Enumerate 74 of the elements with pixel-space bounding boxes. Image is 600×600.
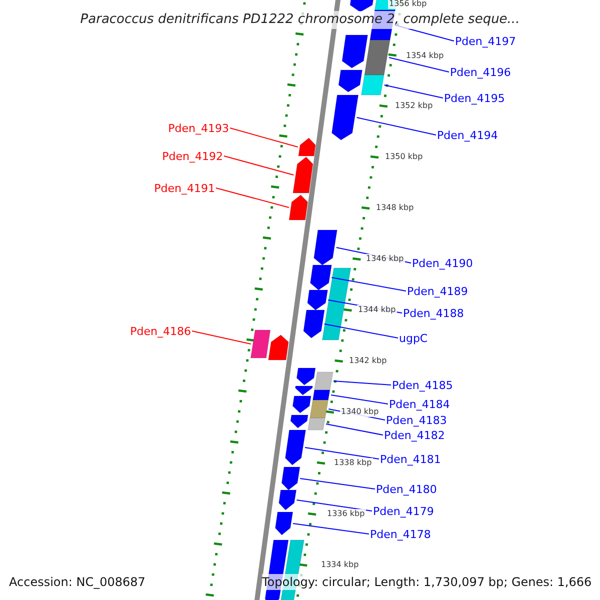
gene-feature xyxy=(298,138,316,156)
gene-label: Pden_4178 xyxy=(370,528,431,540)
scale-label: 1344 kbp xyxy=(357,305,397,315)
scale-label: 1352 kbp xyxy=(394,101,434,111)
gene-feature xyxy=(322,268,352,340)
leader-line xyxy=(292,523,370,534)
gene-label: Pden_4195 xyxy=(444,92,505,104)
gene-feature xyxy=(294,386,313,396)
leader-line xyxy=(296,500,372,512)
leader-line xyxy=(216,188,290,208)
scale-label: 1340 kbp xyxy=(340,407,380,417)
scale-label: 1336 kbp xyxy=(326,509,366,519)
gene-label: Pden_4183 xyxy=(386,414,447,426)
gene-feature xyxy=(314,372,334,390)
leader-line xyxy=(330,394,388,404)
leader-line xyxy=(384,84,444,98)
gene-feature xyxy=(288,194,308,220)
leader-line xyxy=(388,57,450,72)
scale-label: 1354 kbp xyxy=(405,51,445,61)
gene-label: Pden_4196 xyxy=(450,66,511,78)
gene-label: Pden_4189 xyxy=(407,284,468,298)
gene-feature xyxy=(360,74,384,96)
gene-label: Pden_4188 xyxy=(403,306,464,320)
gene-label: Pden_4190 xyxy=(412,256,473,270)
gene-label: Pden_4185 xyxy=(392,378,453,392)
gene-feature xyxy=(278,490,297,510)
gene-label: Pden_4184 xyxy=(389,398,450,410)
scale-label: 1346 kbp xyxy=(365,254,405,264)
gene-feature xyxy=(314,230,338,266)
scale-label: 1356 kbp xyxy=(388,0,428,9)
gene-label: Pden_4192 xyxy=(162,150,223,162)
leader-line xyxy=(331,277,406,292)
gene-feature xyxy=(303,310,325,338)
gene-label: Pden_4191 xyxy=(154,182,215,194)
gene-label: Pden_4180 xyxy=(376,482,437,496)
gene-feature xyxy=(310,264,332,290)
gene-feature xyxy=(342,34,368,68)
leader-line xyxy=(192,330,252,344)
scale-label: 1348 kbp xyxy=(375,203,415,213)
gene-feature xyxy=(268,334,289,360)
gene-label: Pden_4179 xyxy=(373,504,434,518)
gene-feature xyxy=(338,70,363,92)
gene-feature xyxy=(331,94,359,140)
leader-line xyxy=(326,424,384,436)
gene-feature xyxy=(310,400,329,418)
scale-label: 1334 kbp xyxy=(320,560,360,570)
gene-feature xyxy=(308,418,326,430)
gene-feature xyxy=(281,466,300,490)
summary-text: Topology: circular; Length: 1,730,097 bp; Genes: 1,666 xyxy=(262,574,592,590)
gene-feature xyxy=(364,40,390,76)
gene-feature xyxy=(292,396,312,414)
gene-feature xyxy=(296,368,316,386)
accession-text: Accession: NC_008687 xyxy=(9,574,146,590)
gene-label: Pden_4181 xyxy=(380,452,441,466)
scale-label: 1350 kbp xyxy=(384,152,424,162)
scale-label: 1342 kbp xyxy=(348,356,388,366)
gene-label: Pden_4193 xyxy=(168,122,229,134)
scale-label: 1338 kbp xyxy=(333,458,373,468)
leader-line xyxy=(300,478,376,490)
gene-feature xyxy=(312,390,330,400)
gene-label: Pden_4182 xyxy=(384,428,445,442)
gene-feature xyxy=(274,512,294,536)
leader-line xyxy=(230,128,298,148)
gene-label: Pden_4186 xyxy=(130,324,191,338)
leader-line xyxy=(304,447,380,460)
leader-line xyxy=(356,117,436,136)
leader-line xyxy=(224,156,294,176)
leader-line xyxy=(324,324,398,338)
gene-label: Pden_4197 xyxy=(455,34,516,48)
gene-feature xyxy=(307,290,328,310)
gene-label: Pden_4194 xyxy=(437,128,498,142)
gene-label: ugpC xyxy=(399,332,428,344)
leader-line xyxy=(332,380,392,386)
gene-feature xyxy=(250,330,271,358)
